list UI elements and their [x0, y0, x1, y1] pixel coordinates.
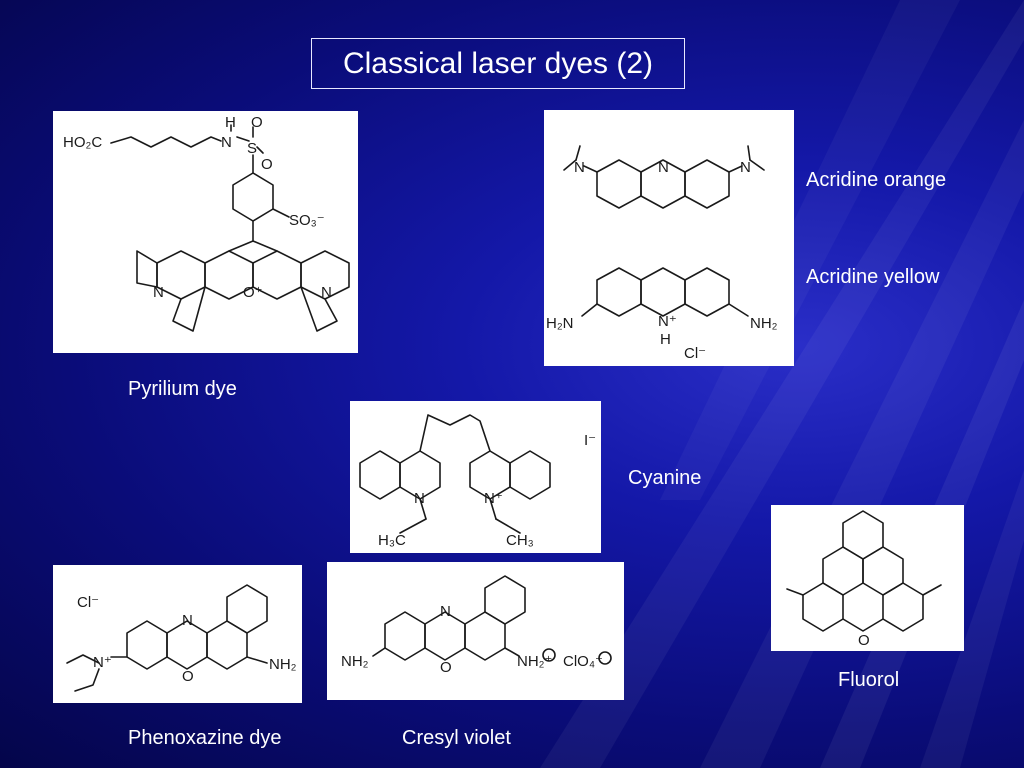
- cresyl-violet-label: Cresyl violet: [402, 727, 511, 749]
- fluorol-text-o: O: [858, 632, 870, 649]
- acridine-structure-drawing: N N N H₂N N⁺ H NH₂ Cl⁻: [546, 145, 778, 362]
- cyanine-text-ch3: CH₃: [506, 532, 534, 549]
- pyrilium-text-n-left: N: [153, 284, 164, 301]
- slide-title: Classical laser dyes (2): [311, 38, 685, 89]
- cyanine-text-h3c: H₃C: [378, 532, 406, 549]
- cyanine-label: Cyanine: [628, 467, 702, 489]
- pyrilium-text-h: H: [225, 114, 236, 131]
- pyrilium-text-o-plus: O⁺: [243, 284, 263, 301]
- phenoxazine-dye-label: Phenoxazine dye: [128, 727, 282, 749]
- cresyl-violet-text-clo4: ClO₄⁻: [563, 653, 603, 670]
- acridine-yellow-label: Acridine yellow: [806, 266, 940, 288]
- acridine-orange-text-n-right: N: [740, 159, 751, 176]
- phenoxazine-text-n-plus: N⁺: [93, 654, 112, 671]
- cyanine-structure-drawing: I⁻ N⁺ N H₃C CH₃: [359, 414, 596, 549]
- phenoxazine-text-cl: Cl⁻: [77, 594, 99, 611]
- pyrilium-structure: HO₂C N H S O O SO₃⁻ N O⁺ N: [53, 111, 358, 353]
- phenoxazine-text-n: N: [182, 612, 193, 629]
- pyrilium-text-o1: O: [251, 114, 263, 131]
- cyanine-structure: I⁻ N⁺ N H₃C CH₃: [350, 401, 601, 553]
- phenoxazine-text-nh2: NH₂: [269, 656, 297, 673]
- acridine-structure: N N N H₂N N⁺ H NH₂ Cl⁻: [544, 110, 794, 366]
- acridine-orange-text-n-center: N: [658, 159, 669, 176]
- pyrilium-dye-label: Pyrilium dye: [128, 378, 237, 400]
- acridine-yellow-text-cl: Cl⁻: [684, 345, 706, 362]
- acridine-yellow-text-n-plus: N⁺: [658, 313, 677, 330]
- pyrilium-text-hoc: HO₂C: [63, 134, 102, 151]
- cresyl-violet-structure: NH₂ N O NH₂⁺ ClO₄⁻: [327, 562, 624, 700]
- acridine-yellow-text-h: H: [660, 331, 671, 348]
- pyrilium-text-s: S: [247, 140, 257, 157]
- fluorol-structure: O: [771, 505, 964, 651]
- phenoxazine-text-o: O: [182, 668, 194, 685]
- pyrilium-structure-drawing: HO₂C N H S O O SO₃⁻ N O⁺ N: [63, 114, 350, 332]
- fluorol-label: Fluorol: [838, 669, 900, 691]
- cyanine-text-iodide: I⁻: [584, 432, 596, 449]
- cyanine-text-n: N: [414, 490, 425, 507]
- acridine-orange-label: Acridine orange: [806, 169, 947, 191]
- fluorol-structure-drawing: O: [786, 510, 942, 649]
- phenoxazine-structure: Cl⁻ N⁺ N O NH₂: [53, 565, 302, 703]
- pyrilium-text-o2: O: [261, 156, 273, 173]
- acridine-yellow-text-h2n: H₂N: [546, 315, 574, 332]
- cyanine-text-n-plus: N⁺: [484, 490, 503, 507]
- cresyl-violet-text-n: N: [440, 603, 451, 620]
- phenoxazine-structure-drawing: Cl⁻ N⁺ N O NH₂: [66, 584, 297, 692]
- pyrilium-text-n-right: N: [321, 284, 332, 301]
- cresyl-violet-structure-drawing: NH₂ N O NH₂⁺ ClO₄⁻: [341, 575, 612, 676]
- pyrilium-text-n: N: [221, 134, 232, 151]
- cresyl-violet-text-o: O: [440, 659, 452, 676]
- cresyl-violet-text-nh2: NH₂: [341, 653, 369, 670]
- cresyl-violet-text-nh2-plus: NH₂⁺: [517, 653, 552, 670]
- acridine-orange-text-n-left: N: [574, 159, 585, 176]
- acridine-yellow-text-nh2: NH₂: [750, 315, 778, 332]
- pyrilium-text-so3: SO₃⁻: [289, 212, 325, 229]
